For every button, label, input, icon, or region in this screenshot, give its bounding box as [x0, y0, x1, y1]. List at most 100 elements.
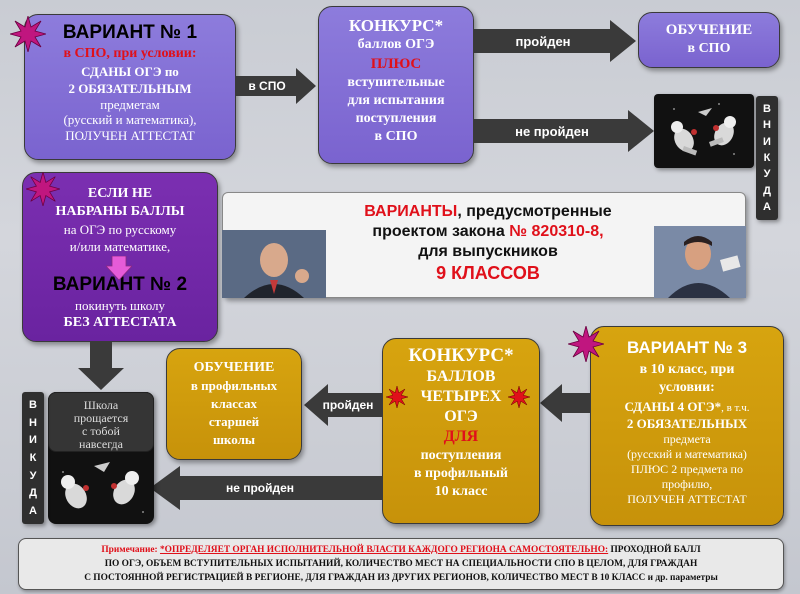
training-profile-line: ОБУЧЕНИЕ: [193, 360, 275, 375]
variant1-box: ВАРИАНТ № 1 в СПО, при условии: СДАНЫ ОГ…: [24, 14, 236, 160]
variant3-line: условии:: [659, 380, 715, 395]
astronaut-icon: [61, 475, 89, 509]
nowhere-label-left: В Н И К У Д А: [22, 392, 44, 524]
training-profile-line: в профильных: [190, 378, 278, 393]
astronaut-icon: [671, 121, 698, 156]
starburst-icon: [24, 170, 62, 211]
arrow-passed-top: [474, 20, 636, 62]
note-text: ПО ОГЭ, ОБЪЕМ ВСТУПИТЕЛЬНЫХ ИСПЫТАНИЙ, К…: [104, 559, 698, 569]
training-profile-box: ОБУЧЕНИЕ в профильных классах старшей шк…: [166, 348, 302, 460]
arrow-label-failed-bottom: не пройден: [225, 481, 295, 495]
contest10-line: БАЛЛОВ: [426, 368, 496, 385]
variant3-line: ПЛЮС 2 предмета по: [631, 462, 743, 476]
training-spo-box: ОБУЧЕНИЕ в СПО: [638, 12, 780, 68]
farewell-line: с тобой: [82, 424, 120, 438]
note-text: С ПОСТОЯННОЙ РЕГИСТРАЦИЕЙ В РЕГИОНЕ, ДЛЯ…: [84, 573, 718, 583]
nowhere-letter: У: [29, 469, 37, 482]
banner-law-number: № 820310-8,: [509, 223, 604, 240]
training-spo-title: ОБУЧЕНИЕ: [665, 22, 753, 38]
nowhere-letter: К: [29, 451, 37, 464]
variant2-line: ЕСЛИ НЕ: [87, 186, 153, 201]
starburst-icon: [8, 14, 48, 57]
variant3-line: 2 ОБЯЗАТЕЛЬНЫХ: [626, 416, 748, 431]
nowhere-letter: Д: [763, 184, 771, 197]
nowhere-letter: Н: [29, 416, 37, 429]
arrow-passed-bottom: [304, 384, 382, 426]
variant3-line: в 10 класс, при: [639, 362, 735, 377]
note-label: Примечание:: [101, 545, 160, 555]
astronaut-icon: [709, 116, 736, 147]
banner-foreseen: , предусмотренные: [457, 203, 612, 220]
school-farewell-box: Школа прощается с тобой навсегда: [48, 392, 154, 452]
contest-spo-box: КОНКУРС* баллов ОГЭ ПЛЮС вступительные д…: [318, 6, 474, 164]
official-photo-left: [222, 230, 326, 298]
arrow-failed-top: [474, 110, 654, 152]
variant2-line: НАБРАНЫ БАЛЛЫ: [55, 204, 185, 219]
variant2-line: покинуть школу: [74, 298, 166, 313]
variant1-line: СДАНЫ ОГЭ по: [81, 64, 179, 79]
arrow-label-failed-top: не пройден: [515, 124, 589, 139]
variant3-line: предмета: [663, 432, 711, 446]
contest10-line: поступления: [420, 448, 502, 463]
nowhere-letter: Д: [29, 487, 37, 500]
training-profile-line: школы: [212, 432, 256, 447]
contest10-line: ОГЭ: [444, 408, 478, 425]
variant3-exams: СДАНЫ 4 ОГЭ*: [624, 399, 722, 414]
nowhere-letter: У: [763, 168, 771, 181]
variant3-box: ВАРИАНТ № 3 в 10 класс, при условии: СДА…: [590, 326, 784, 526]
variant1-line: (русский и математика),: [63, 112, 197, 127]
contest-spo-line: для испытания: [347, 93, 445, 108]
variant3-line: профилю,: [661, 477, 713, 491]
variant3-line: ПОЛУЧЕН АТТЕСТАТ: [627, 492, 747, 506]
starburst-icon: [507, 385, 531, 413]
banner-graduates: для выпускников: [418, 243, 558, 260]
contest-spo-plus: ПЛЮС: [370, 56, 422, 72]
banner-grade9: 9 КЛАССОВ: [436, 263, 540, 283]
variant1-subtitle: в СПО, при условии:: [63, 46, 197, 61]
contest-spo-line: поступления: [355, 111, 437, 126]
nowhere-letter: К: [763, 151, 771, 164]
contest10-for: ДЛЯ: [443, 428, 479, 445]
nowhere-letter: И: [763, 135, 771, 148]
arrow-label-passed-top: пройден: [515, 34, 571, 49]
pink-down-arrow: [106, 256, 132, 280]
contest10-title: КОНКУРС*: [408, 345, 514, 366]
variant3-title: ВАРИАНТ № 3: [626, 338, 748, 357]
nowhere-label-right: В Н И К У Д А: [756, 96, 778, 220]
failure-illustration: [654, 94, 754, 168]
contest-spo-line: вступительные: [347, 75, 445, 90]
nowhere-letter: Н: [763, 119, 771, 132]
contest10-line: 10 класс: [434, 484, 488, 499]
training-profile-line: классах: [211, 396, 257, 411]
banner-law-project: проектом закона: [372, 223, 510, 240]
contest-grade10-box: КОНКУРС* БАЛЛОВ ЧЕТЫРЕХ ОГЭ ДЛЯ поступле…: [382, 338, 540, 524]
starburst-icon: [385, 385, 409, 413]
official-photo-right: [654, 226, 746, 298]
farewell-line: навсегда: [79, 437, 123, 451]
arrow-to-spo-contest: [236, 68, 316, 104]
note-highlight: *ОПРЕДЕЛЯЕТ ОРГАН ИСПОЛНИТЕЛЬНОЙ ВЛАСТИ …: [159, 545, 609, 555]
contest-spo-line: в СПО: [374, 129, 418, 144]
contest-spo-line: баллов ОГЭ: [357, 37, 435, 52]
arrow-failed-bottom: [150, 466, 382, 510]
variant1-line: ПОЛУЧЕН АТТЕСТАТ: [65, 128, 195, 143]
variant2-line: БЕЗ АТТЕСТАТА: [63, 315, 177, 330]
variant1-title: ВАРИАНТ № 1: [62, 22, 198, 43]
variant3-line: СДАНЫ 4 ОГЭ*, в т.ч.: [591, 399, 783, 416]
nowhere-letter: И: [29, 434, 37, 447]
farewell-line: прощается: [73, 411, 129, 425]
arrow-down-to-school: [78, 342, 124, 390]
nowhere-letter: В: [29, 399, 37, 411]
note-text: ПРОХОДНОЙ БАЛЛ: [608, 545, 701, 555]
nowhere-letter: В: [763, 103, 771, 115]
variant2-title: ВАРИАНТ № 2: [52, 274, 188, 295]
variant1-line: 2 ОБЯЗАТЕЛЬНЫМ: [68, 81, 192, 96]
variant2-box: ЕСЛИ НЕ НАБРАНЫ БАЛЛЫ на ОГЭ по русскому…: [22, 172, 218, 342]
note-box: Примечание: *ОПРЕДЕЛЯЕТ ОРГАН ИСПОЛНИТЕЛ…: [18, 538, 784, 590]
variant2-line: на ОГЭ по русскому: [63, 222, 177, 237]
astronaut-icon: [111, 471, 139, 505]
starburst-icon: [566, 324, 606, 367]
arrow-to-grade10-contest: [540, 384, 590, 422]
contest10-line: ЧЕТЫРЕХ: [420, 388, 502, 405]
arrow-label-passed-bottom: пройден: [322, 398, 374, 412]
